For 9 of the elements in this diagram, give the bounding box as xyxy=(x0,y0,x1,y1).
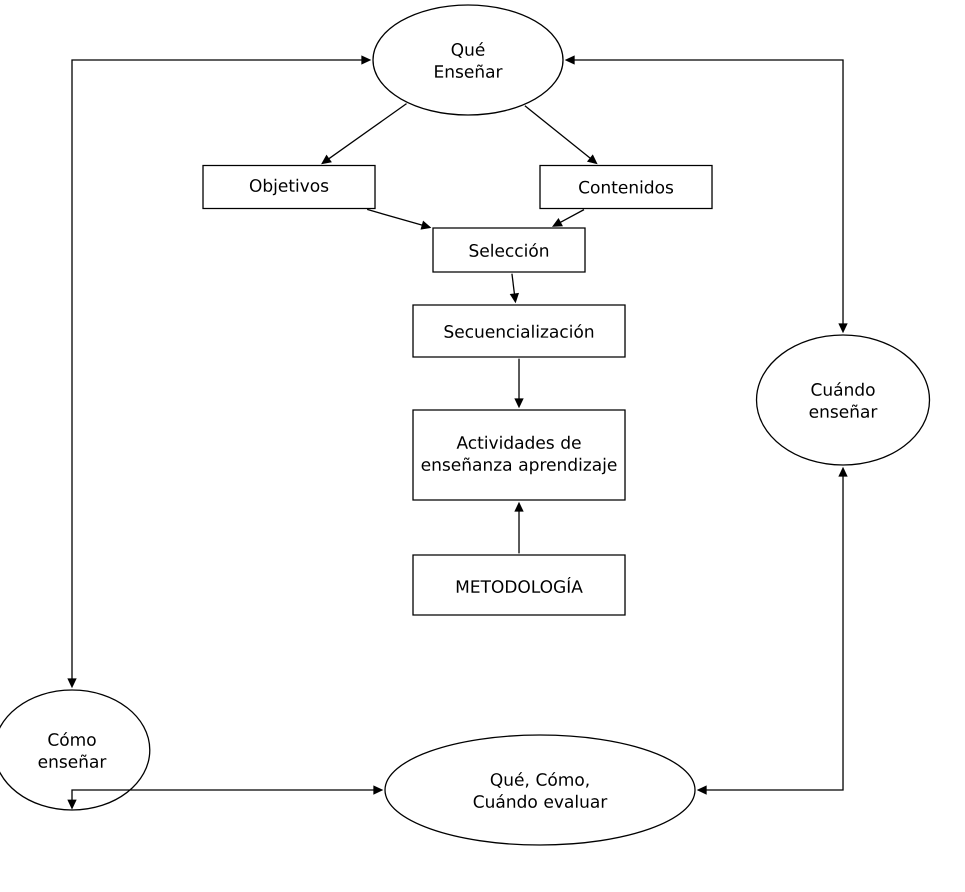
ellipse-node: Cuándo enseñar xyxy=(756,334,930,466)
ellipse-node: Qué Enseñar xyxy=(372,4,564,116)
process-box: METODOLOGÍA xyxy=(412,554,626,616)
process-box: Contenidos xyxy=(539,164,713,210)
ellipse-node: Qué, Cómo, Cuándo evaluar xyxy=(384,734,696,846)
process-box: Actividades de enseñanza aprendizaje xyxy=(412,409,626,501)
process-box: Secuencialización xyxy=(412,304,626,358)
process-box: Selección xyxy=(432,227,586,273)
process-box: Objetivos xyxy=(202,164,376,210)
